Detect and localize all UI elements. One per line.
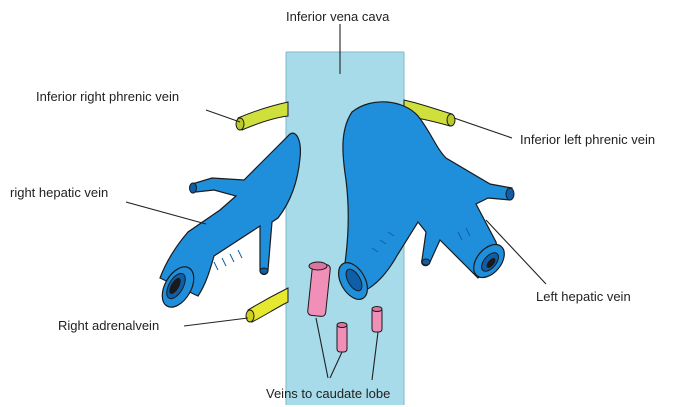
- label-left-hepatic-vein: Left hepatic vein: [536, 289, 631, 304]
- right-hepatic-vein: [156, 133, 301, 312]
- label-inferior-right-phrenic-vein: Inferior right phrenic vein: [36, 89, 179, 104]
- label-inferior-left-phrenic-vein: Inferior left phrenic vein: [520, 132, 655, 147]
- inferior-right-phrenic-vein: [236, 102, 288, 130]
- leader-line-right-adrenal: [184, 318, 248, 326]
- leader-line-right-phrenic: [206, 110, 240, 122]
- label-right-hepatic-vein: right hepatic vein: [10, 185, 108, 200]
- label-veins-to-caudate-lobe: Veins to caudate lobe: [266, 386, 390, 401]
- left-hepatic-vein: [333, 102, 514, 305]
- label-right-adrenal-vein: Right adrenalvein: [58, 318, 159, 333]
- leader-line-right-hepatic: [126, 202, 206, 224]
- label-inferior-vena-cava: Inferior vena cava: [286, 9, 389, 24]
- leader-line-left-phrenic: [454, 118, 512, 138]
- right-adrenal-vein: [246, 288, 288, 322]
